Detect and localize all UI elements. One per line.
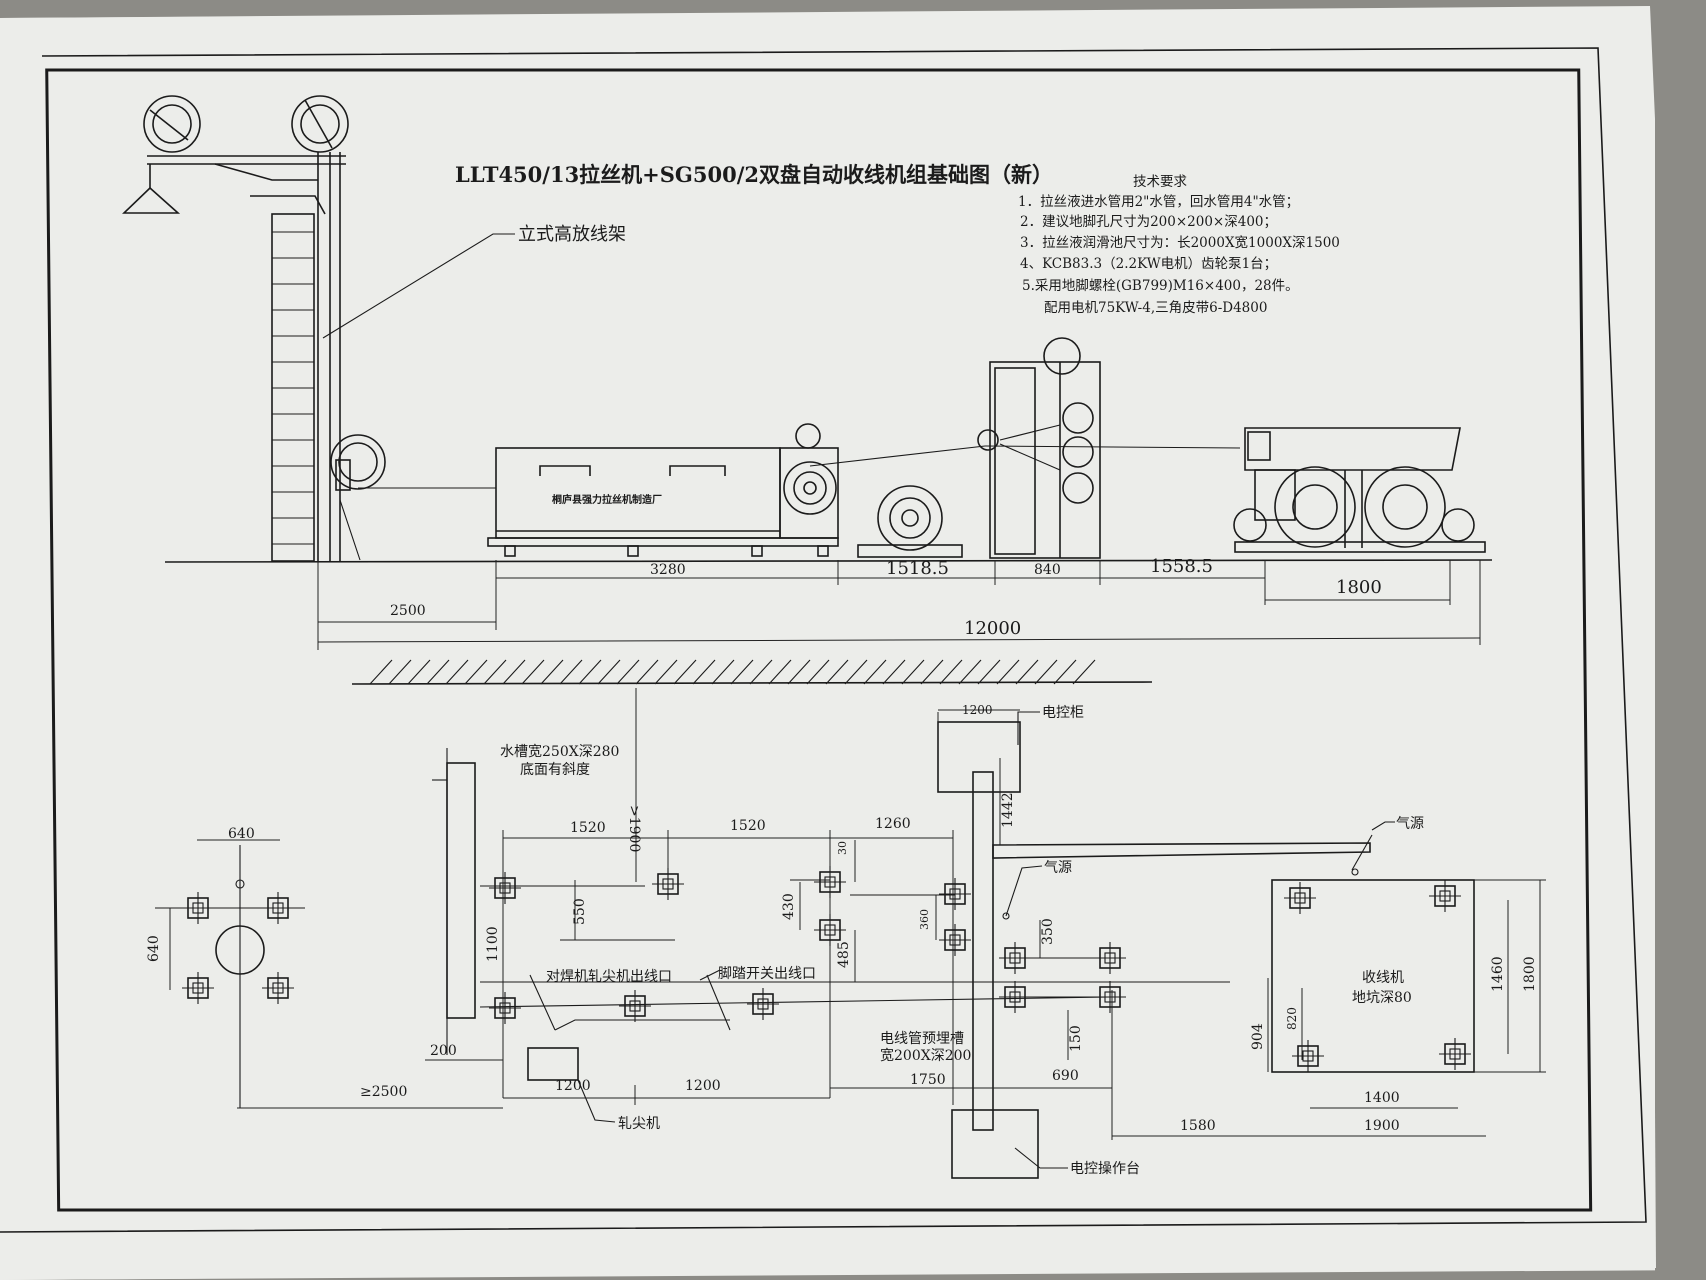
label-payoff-stand: 立式高放线架 — [518, 224, 626, 245]
label-pointer: 轧尖机 — [618, 1116, 660, 1132]
label-tank: 水槽宽250X深280 — [500, 743, 619, 760]
dim-200: 200 — [430, 1043, 457, 1059]
dim-30: 30 — [836, 841, 849, 855]
label-air-1: 气源 — [1396, 816, 1424, 832]
control-console — [951, 1109, 1039, 1179]
dim-1800-pit: 1800 — [1522, 956, 1538, 992]
dim-1442: 1442 — [1000, 792, 1016, 828]
control-cabinet — [937, 721, 1021, 793]
dim-1900: >1900 — [626, 805, 642, 852]
dim-2500: 2500 — [390, 603, 426, 619]
conduit-horizontal — [992, 842, 1371, 859]
dim-1518: 1518.5 — [886, 558, 949, 579]
label-pedal-outlet: 脚踏开关出线口 — [718, 966, 816, 982]
label-air-2: 气源 — [1044, 860, 1072, 876]
shadow-right — [1655, 0, 1706, 1280]
dim-1460: 1460 — [1490, 956, 1506, 992]
dim-1100: 1100 — [485, 926, 501, 962]
dim-1800: 1800 — [1336, 577, 1382, 598]
plan-view: 640 640 水槽宽250X深280 底面有斜度 >1900 1520 152… — [146, 688, 1546, 1179]
label-tank-slope: 底面有斜度 — [520, 762, 590, 778]
motor — [857, 485, 963, 558]
paper — [0, 8, 1656, 1280]
conduit-vertical — [972, 771, 994, 1131]
machine-nameplate: 桐庐县强力拉丝机制造厂 — [552, 493, 662, 506]
takeup-machine — [1233, 427, 1486, 553]
requirement-3: 3．拉丝液润滑池尺寸为：长2000X宽1000X深1500 — [1020, 234, 1340, 251]
ground-hatch — [351, 659, 1153, 685]
dim-1200-cabinet: 1200 — [962, 703, 993, 717]
dim-2500-plan: ≥2500 — [360, 1084, 407, 1100]
dancer-frame — [977, 337, 1101, 559]
label-conduit-size: 宽200X深200 — [880, 1047, 971, 1064]
elevation-view: 立式高放线架 桐庐县强力拉丝机制造厂 — [122, 95, 1493, 650]
drawing-machine: 桐庐县强力拉丝机制造厂 — [487, 423, 839, 557]
dim-430: 430 — [781, 893, 797, 920]
dim-550: 550 — [572, 898, 588, 925]
requirement-4: 4、KCB83.3（2.2KW电机）齿轮泵1台； — [1020, 256, 1277, 272]
dim-904: 904 — [1250, 1023, 1266, 1050]
requirement-1: 1．拉丝液进水管用2"水管，回水管用4"水管； — [1018, 194, 1299, 210]
dim-1400: 1400 — [1364, 1090, 1400, 1106]
dim-640-side: 640 — [146, 935, 162, 962]
elevation-dimensions — [317, 560, 1481, 650]
dim-3280: 3280 — [650, 562, 686, 578]
dim-1260: 1260 — [875, 816, 911, 832]
dim-1200-a: 1200 — [555, 1078, 591, 1094]
requirement-6: 配用电机75KW-4,三角皮带6-D4800 — [1044, 300, 1267, 316]
label-pit-depth: 地坑深80 — [1352, 990, 1412, 1006]
dim-350: 350 — [1040, 918, 1056, 945]
label-takeup: 收线机 — [1362, 970, 1404, 986]
dim-1580: 1580 — [1180, 1118, 1216, 1134]
anchor-holes — [182, 866, 1471, 1072]
label-console: 电控操作台 — [1070, 1161, 1140, 1177]
label-conduit: 电线管预埋槽 — [880, 1031, 964, 1047]
dim-12000: 12000 — [964, 618, 1021, 639]
dim-1520-right: 1520 — [730, 818, 766, 834]
inner-frame — [45, 68, 1593, 1212]
pointer-box — [527, 1047, 579, 1081]
drawing-title: LLT450/13拉丝机+SG500/2双盘自动收线机组基础图（新） — [455, 162, 1053, 187]
dim-690: 690 — [1052, 1068, 1079, 1084]
dim-485: 485 — [836, 941, 852, 968]
dim-1900-pit: 1900 — [1364, 1118, 1400, 1134]
takeup-pit — [1271, 879, 1475, 1073]
dim-1750: 1750 — [910, 1072, 946, 1088]
requirement-5: 5.采用地脚螺栓(GB799)M16×400，28件。 — [1022, 278, 1299, 294]
dim-1520-left: 1520 — [570, 820, 606, 836]
outer-frame — [0, 47, 1647, 1233]
dim-360: 360 — [918, 909, 931, 930]
dim-820: 820 — [1285, 1007, 1299, 1030]
dim-1200-b: 1200 — [685, 1078, 721, 1094]
payoff-leader — [322, 233, 515, 339]
dim-840: 840 — [1034, 562, 1061, 578]
requirements-heading: 技术要求 — [1133, 174, 1187, 190]
requirement-2: 2．建议地脚孔尺寸为200×200×深400； — [1020, 214, 1277, 230]
label-cabinet: 电控柜 — [1042, 705, 1084, 721]
label-welder-outlet: 对焊机轧尖机出线口 — [546, 969, 672, 985]
dim-640-top: 640 — [228, 826, 255, 842]
dim-1558: 1558.5 — [1150, 556, 1213, 577]
dim-150: 150 — [1068, 1025, 1084, 1052]
payoff-tower — [122, 95, 386, 562]
